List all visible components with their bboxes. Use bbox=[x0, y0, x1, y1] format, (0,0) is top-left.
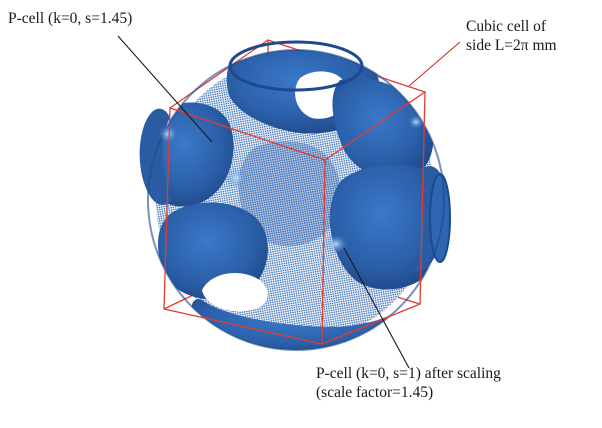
label-cubic-cell-line2: side L=2π mm bbox=[466, 37, 557, 54]
p-cell-surface bbox=[139, 40, 451, 351]
label-p-cell-scaled: P-cell (k=0, s=1) after scaling (scale f… bbox=[316, 364, 501, 402]
cubic-cell-front-edges bbox=[163, 90, 426, 345]
leader-line-p-cell-top bbox=[117, 35, 213, 143]
leader-line-p-cell-scaled bbox=[343, 247, 410, 369]
leader-line-cubic-cell bbox=[408, 41, 461, 87]
label-cubic-cell-line1: Cubic cell of bbox=[466, 18, 547, 35]
label-p-cell-original: P-cell (k=0, s=1.45) bbox=[8, 10, 133, 27]
label-p-cell-scaled-line1: P-cell (k=0, s=1) after scaling bbox=[316, 365, 501, 382]
label-p-cell-scaled-line2: (scale factor=1.45) bbox=[316, 384, 434, 401]
label-cubic-cell: Cubic cell of side L=2π mm bbox=[466, 17, 557, 55]
